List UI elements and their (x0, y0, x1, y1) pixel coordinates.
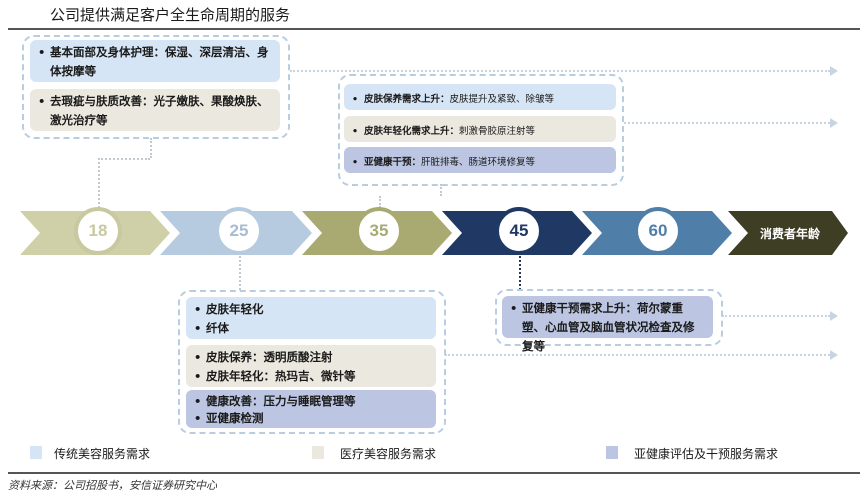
age-marker: 18 (74, 207, 122, 255)
service-head: 皮肤年轻化需求上升： (364, 126, 460, 137)
service-row: •皮肤年轻化需求上升：刺激骨胶原注射等 (344, 116, 616, 142)
service-text: 皮肤年轻化 (206, 302, 264, 316)
age-marker: 35 (355, 207, 403, 255)
dotted-arrow (445, 350, 838, 360)
source-note: 资料来源：公司招股书，安信证券研究中心 (8, 479, 217, 492)
connector (98, 158, 150, 210)
service-row: •基本面部及身体护理：保湿、深层清洁、身体按摩等 (30, 40, 280, 82)
legend-swatch-subhealth (606, 446, 618, 459)
title-divider (8, 28, 860, 30)
service-text: 去瑕疵与肤质改善：光子嫩肤、果酸焕肤、激光治疗等 (50, 94, 269, 127)
legend-swatch-medical (312, 446, 324, 459)
service-row: •健康改善：压力与睡眠管理等•亚健康检测 (186, 390, 436, 428)
service-row: •皮肤年轻化•纤体 (186, 297, 436, 339)
service-text: 基本面部及身体护理：保湿、深层清洁、身体按摩等 (50, 45, 269, 78)
service-text: 纤体 (206, 321, 229, 335)
connector (440, 184, 442, 196)
legend-label: 传统美容服务需求 (54, 447, 151, 461)
connector (519, 256, 521, 290)
footer-divider (8, 472, 860, 474)
dotted-arrow (722, 311, 838, 321)
service-text: 皮肤保养：透明质酸注射 (206, 350, 333, 364)
service-text: 亚健康干预需求上升：荷尔蒙重塑、心血管及脑血管状况检查及修复等 (522, 301, 695, 353)
age-35-services (338, 74, 624, 186)
age-marker: 25 (215, 207, 263, 255)
chevron-end (728, 211, 848, 255)
service-text: 肝脏排毒、肠道环境修复等 (421, 157, 536, 168)
connector (379, 196, 381, 208)
age-25-services (178, 290, 446, 434)
service-row: •去瑕疵与肤质改善：光子嫩肤、果酸焕肤、激光治疗等 (30, 89, 280, 131)
service-row: •皮肤保养：透明质酸注射•皮肤年轻化：热玛吉、微针等 (186, 345, 436, 387)
service-text: 皮肤年轻化：热玛吉、微针等 (206, 369, 356, 383)
age-45-services (495, 289, 723, 346)
page-title: 公司提供满足客户全生命周期的服务 (50, 6, 291, 24)
service-text: 健康改善：压力与睡眠管理等 (206, 394, 356, 408)
age-marker: 60 (634, 207, 682, 255)
dotted-arrow (290, 66, 838, 76)
connector (150, 138, 152, 158)
age-marker: 45 (495, 207, 543, 255)
service-text: 皮肤提升及紧致、除皱等 (449, 94, 555, 105)
connector (239, 256, 241, 290)
service-head: 皮肤保养需求上升： (364, 94, 450, 105)
age-18-services (22, 35, 290, 139)
connector (98, 158, 100, 208)
service-row: •亚健康干预需求上升：荷尔蒙重塑、心血管及脑血管状况检查及修复等 (502, 296, 713, 353)
service-row: •亚健康干预：肝脏排毒、肠道环境修复等 (344, 147, 616, 173)
timeline-end-label: 消费者年龄 (760, 227, 821, 241)
service-head: 亚健康干预： (364, 157, 422, 168)
legend-label: 亚健康评估及干预服务需求 (634, 447, 779, 461)
dotted-arrow (624, 118, 838, 128)
legend-label: 医疗美容服务需求 (340, 447, 437, 461)
service-row: •皮肤保养需求上升：皮肤提升及紧致、除皱等 (344, 84, 616, 110)
legend-swatch-traditional (30, 446, 42, 459)
service-text: 亚健康检测 (206, 411, 264, 425)
service-text: 刺激骨胶原注射等 (459, 126, 536, 137)
